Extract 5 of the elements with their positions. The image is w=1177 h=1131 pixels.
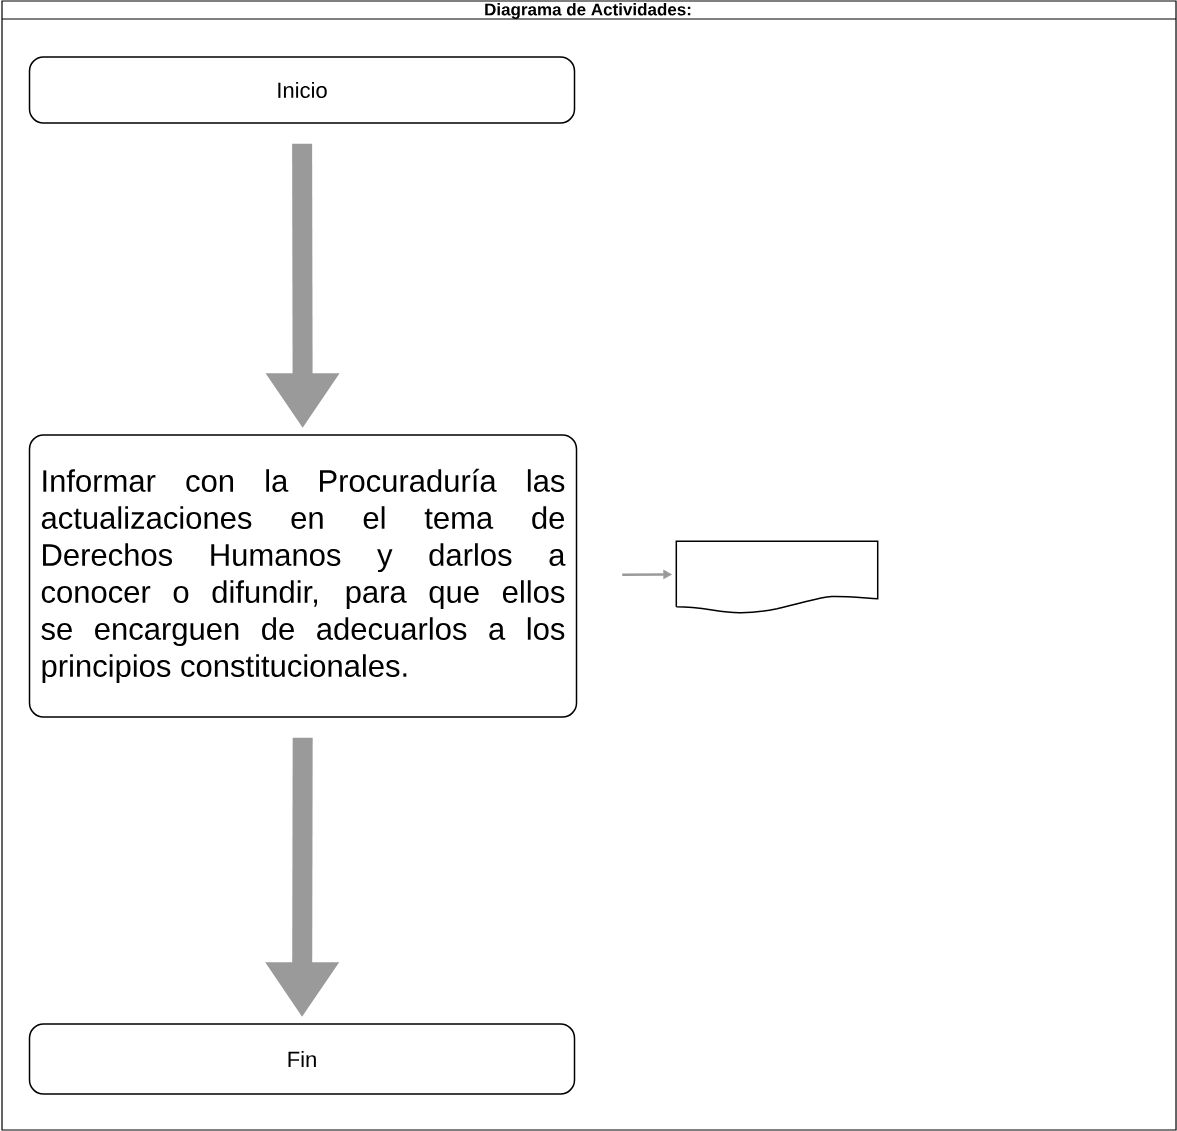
document-shape bbox=[675, 540, 879, 614]
activity-box: Informar con la Procuraduría las actualizaciones en el tema de Derechos Humanos y darlos a conocer o difundir, para que ellos se encarguen de adecuarlos a los principios constitucionales. bbox=[28, 434, 578, 718]
activity-box: Inicio bbox=[28, 56, 576, 124]
table-header: Diagrama de Actividades: bbox=[485, 3, 691, 19]
activity-box: Fin bbox=[28, 1023, 576, 1095]
